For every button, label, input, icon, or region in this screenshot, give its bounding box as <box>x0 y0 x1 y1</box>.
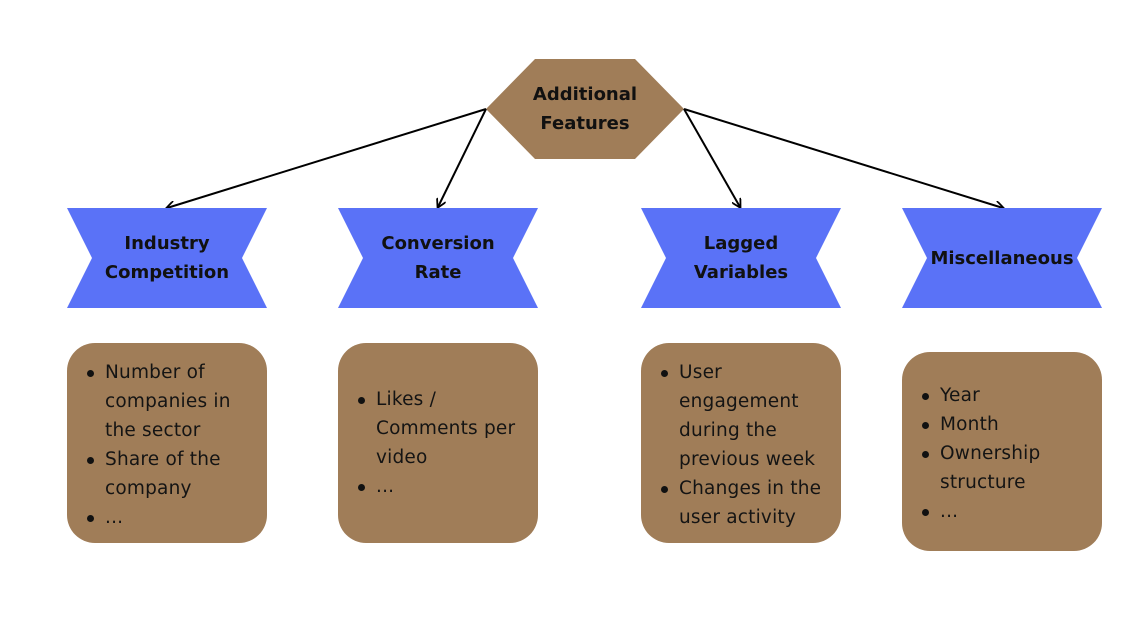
list-item: Likes / Comments per video <box>352 386 526 473</box>
root-label: Additional Features <box>532 84 638 134</box>
feature-list: Number of companies in the sector Share … <box>81 359 255 532</box>
category-label-conversion-rate: Conversion Rate <box>381 233 495 283</box>
list-item-text: Share of the company <box>105 448 221 499</box>
root-hexagon <box>486 59 684 159</box>
connector-arrow-lagged-variables <box>683 108 740 207</box>
list-item: ... <box>81 504 255 533</box>
list-item: Year <box>916 382 1090 411</box>
bullet-icon <box>87 456 94 464</box>
bullet-icon <box>358 397 365 404</box>
connector-arrow-miscellaneous <box>683 108 1003 208</box>
bullet-icon <box>922 421 929 429</box>
list-item: Changes in the user activity <box>655 475 829 533</box>
category-label-lagged-variables: Lagged Variables <box>693 233 789 283</box>
feature-list: Year Month Ownership structure ... <box>916 382 1090 527</box>
list-item-text: ... <box>105 506 124 528</box>
list-item: Month <box>916 411 1090 440</box>
bullet-icon <box>922 450 929 458</box>
list-item-text: Likes / Comments per video <box>376 389 516 468</box>
feature-list: User engagement during the previous week… <box>655 359 829 532</box>
list-item: User engagement during the previous week <box>655 359 829 475</box>
feature-card-miscellaneous: Year Month Ownership structure ... <box>902 352 1102 551</box>
connector-arrow-industry-competition <box>167 108 487 208</box>
feature-card-industry-competition: Number of companies in the sector Share … <box>67 343 267 543</box>
feature-list: Likes / Comments per video ... <box>352 386 526 502</box>
category-banner-lagged-variables <box>641 208 841 308</box>
list-item-text: User engagement during the previous week <box>679 362 816 470</box>
bullet-icon <box>87 370 94 377</box>
list-item-text: ... <box>376 475 395 497</box>
category-label-miscellaneous: Miscellaneous <box>930 247 1074 269</box>
list-item-text: ... <box>940 500 959 522</box>
category-banner-conversion-rate <box>338 208 538 308</box>
category-banner-industry-competition <box>67 208 267 308</box>
list-item-text: Month <box>940 413 999 435</box>
list-item-text: Number of companies in the sector <box>105 362 231 441</box>
bullet-icon <box>922 393 929 400</box>
bullet-icon <box>358 483 365 491</box>
category-label-industry-competition: Industry Competition <box>104 233 230 283</box>
list-item-text: Ownership structure <box>940 442 1041 493</box>
list-item-text: Year <box>940 385 980 406</box>
bullet-icon <box>661 485 668 493</box>
connector-arrow-conversion-rate <box>438 108 487 207</box>
list-item: ... <box>916 498 1090 527</box>
list-item: Number of companies in the sector <box>81 359 255 446</box>
bullet-icon <box>661 370 668 377</box>
bullet-icon <box>922 508 929 516</box>
feature-card-conversion-rate: Likes / Comments per video ... <box>338 343 538 543</box>
feature-card-lagged-variables: User engagement during the previous week… <box>641 343 841 543</box>
list-item: ... <box>352 473 526 502</box>
list-item: Share of the company <box>81 446 255 504</box>
list-item-text: Changes in the user activity <box>679 477 822 528</box>
category-banner-miscellaneous <box>902 208 1102 308</box>
bullet-icon <box>87 514 94 522</box>
list-item: Ownership structure <box>916 440 1090 498</box>
